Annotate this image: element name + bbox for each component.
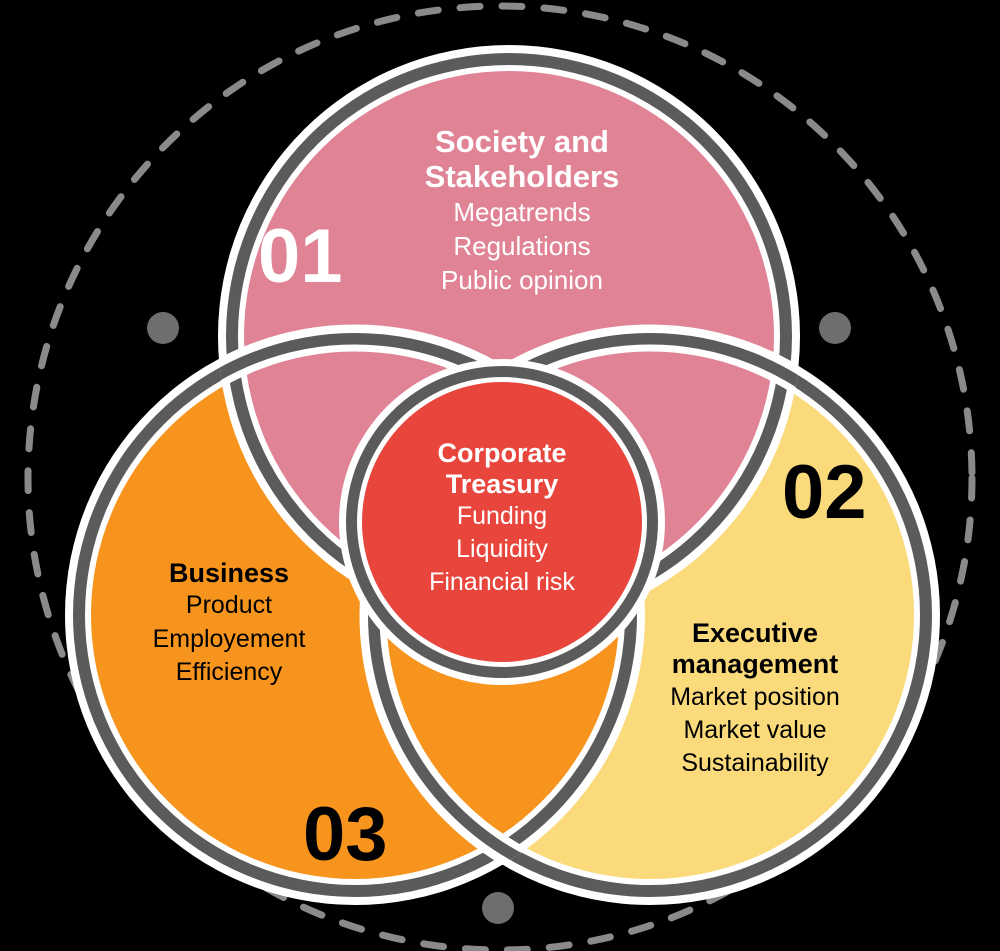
outer-dashed-ring: [24, 2, 976, 951]
ring-dot-left: [147, 312, 179, 344]
ring-dot-bottom: [482, 892, 514, 924]
circle-corporate-treasury[interactable]: [339, 359, 665, 685]
ring-dot-right: [819, 312, 851, 344]
